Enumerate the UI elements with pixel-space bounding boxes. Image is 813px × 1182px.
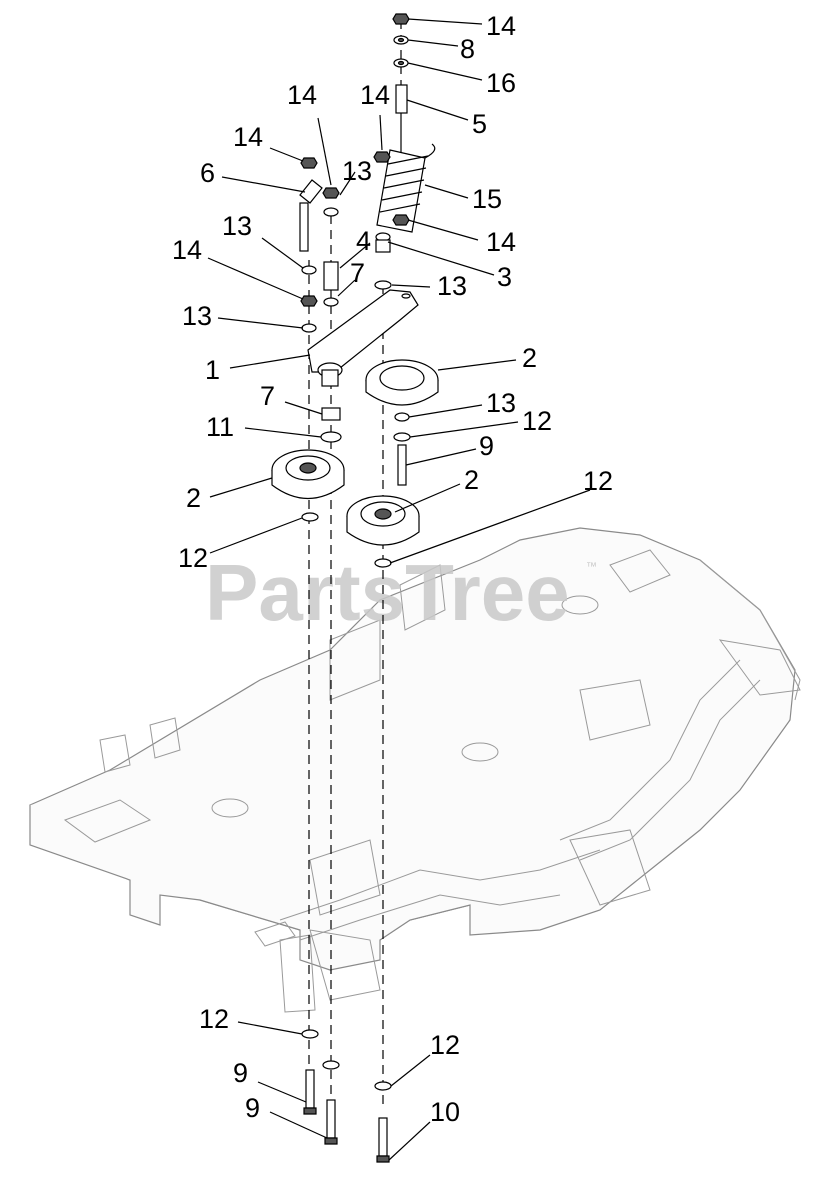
watermark-trademark: ™ — [586, 561, 597, 573]
callout-label: 9 — [479, 431, 494, 461]
hardware-parts — [271, 13, 439, 1163]
callout-label: 9 — [245, 1093, 260, 1123]
callout-label: 14 — [360, 80, 390, 110]
callout-label: 12 — [178, 543, 208, 573]
callout-label: 2 — [464, 465, 479, 495]
callout-label: 14 — [172, 235, 202, 265]
callout-label: 13 — [222, 211, 252, 241]
callout-label: 11 — [206, 412, 234, 442]
callout-label: 5 — [472, 109, 487, 139]
callout-label: 16 — [486, 68, 516, 98]
callout-numbers: 14 8 16 5 14 14 14 13 6 15 13 4 14 7 3 1… — [172, 11, 613, 1127]
eyebolt — [395, 84, 408, 114]
bolt-9a — [305, 1069, 315, 1109]
leader-lines — [207, 18, 591, 1161]
callout-label: 14 — [486, 11, 516, 41]
callout-label: 8 — [460, 34, 475, 64]
eyebolt-left — [299, 179, 323, 204]
callout-label: 1 — [205, 355, 220, 385]
callout-label: 13 — [342, 156, 372, 186]
nut-top — [392, 13, 410, 25]
bolt-10 — [378, 1117, 388, 1157]
callout-label: 12 — [430, 1030, 460, 1060]
callout-label: 14 — [486, 227, 516, 257]
callout-label: 3 — [497, 262, 512, 292]
callout-label: 6 — [200, 158, 215, 188]
callout-label: 15 — [472, 184, 502, 214]
callout-label: 9 — [233, 1058, 248, 1088]
callout-label: 13 — [437, 271, 467, 301]
callout-label: 10 — [430, 1097, 460, 1127]
callout-label: 7 — [350, 258, 365, 288]
callout-label: 14 — [287, 80, 317, 110]
mower-deck — [29, 527, 801, 1013]
callout-label: 12 — [583, 466, 613, 496]
callout-label: 2 — [186, 483, 201, 513]
callout-label: 14 — [233, 122, 263, 152]
callout-label: 12 — [522, 406, 552, 436]
callout-label: 4 — [356, 226, 371, 256]
callout-label: 13 — [182, 301, 212, 331]
callout-label: 7 — [260, 381, 275, 411]
callout-label: 2 — [522, 343, 537, 373]
bolt-9b — [326, 1099, 336, 1139]
callout-label: 13 — [486, 388, 516, 418]
idler-arm — [307, 289, 419, 373]
callout-label: 12 — [199, 1004, 229, 1034]
